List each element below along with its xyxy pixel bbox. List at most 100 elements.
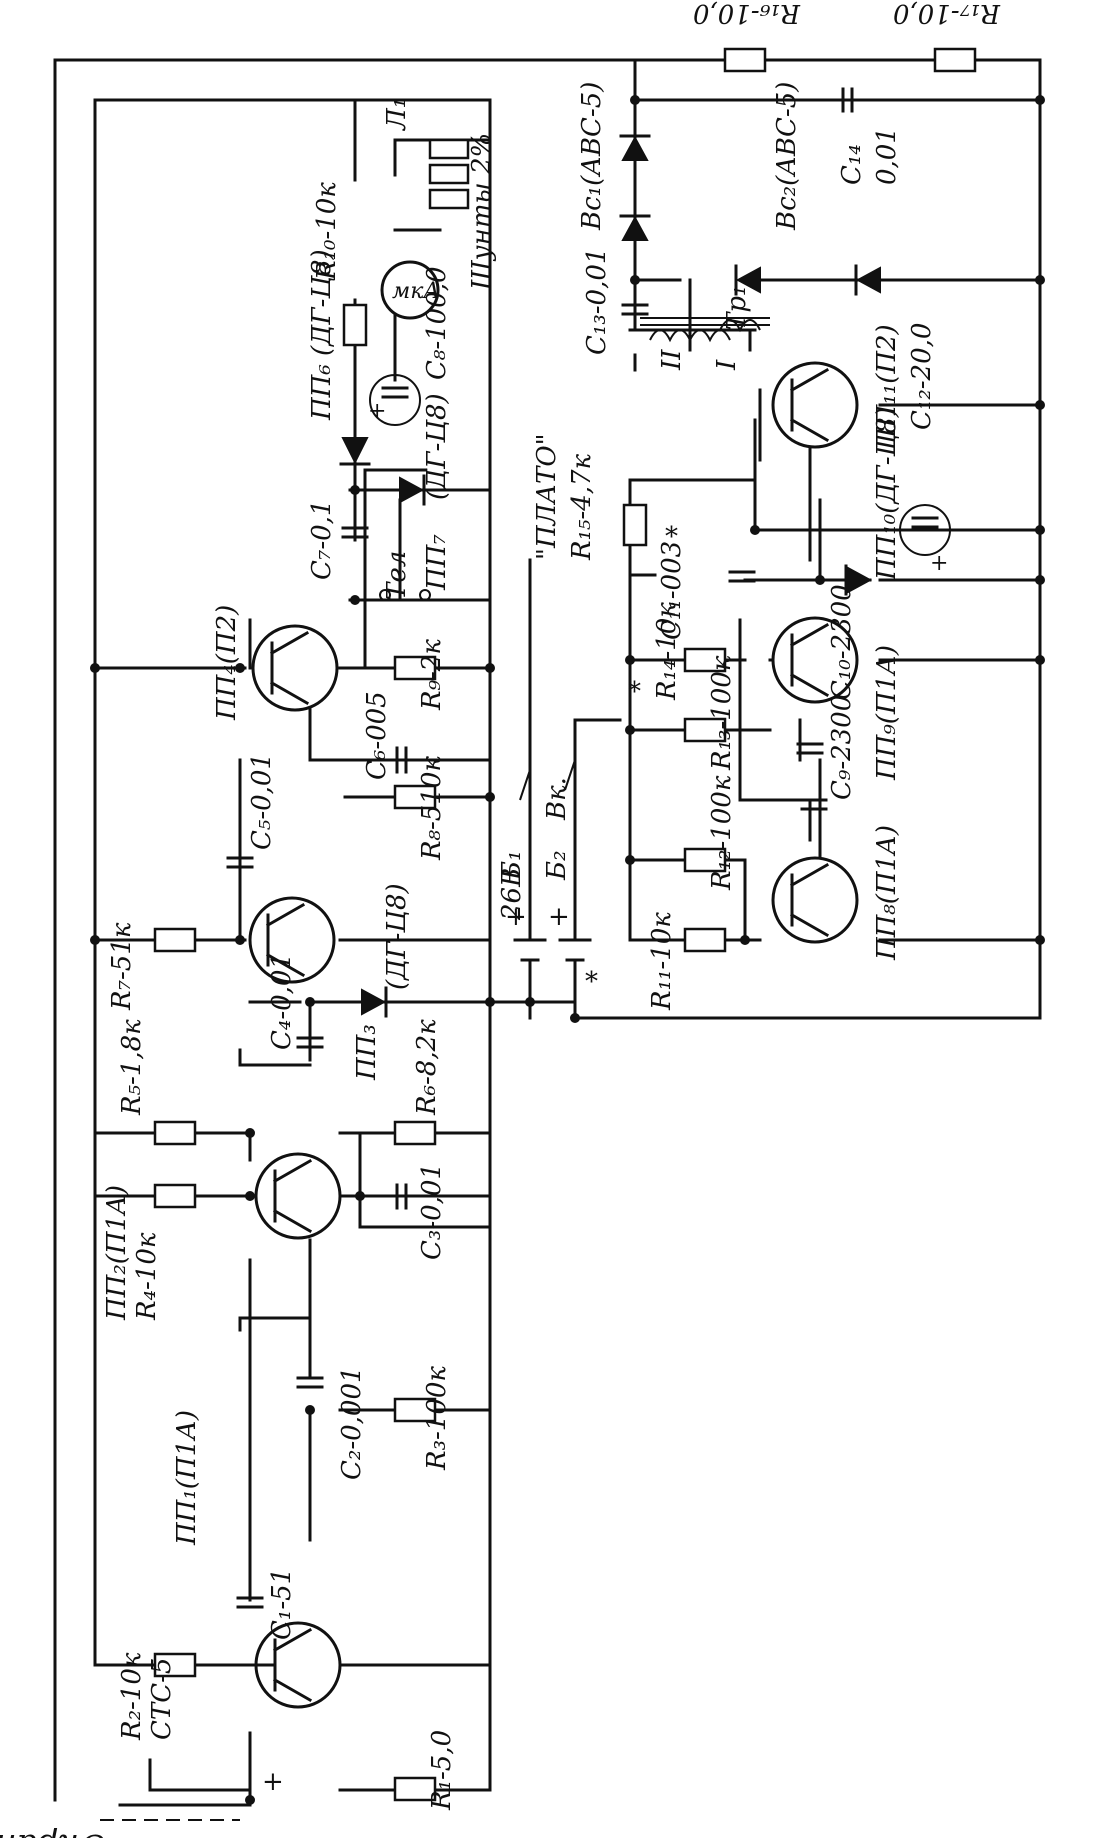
label-r15: R₁₅-4,7к [567,453,597,561]
transistor-pp9 [771,616,859,704]
label-star-1: * [585,967,598,997]
label-r14: R₁₄-10к [652,602,682,701]
label-r4: R₄-10к [132,1232,162,1321]
label-c3: C₃-0,01 [417,1163,447,1260]
transistor-pp11 [771,361,859,449]
c12-polarity: + [930,551,948,576]
label-r13: R₁₃-100к [707,655,737,771]
transistors [248,361,859,1709]
capacitor-c11 [728,570,756,583]
label-c4: C₄-0,01 [267,953,297,1050]
label-r8: R₈-510к [417,756,447,861]
label-c13: C₁₃-0,01 [582,248,612,355]
c8-polarity: + [368,399,386,424]
label-r17: R₁₇-10,0 [893,0,1001,28]
capacitors: + + [226,87,951,1609]
resistor-r8 [393,784,437,810]
counter-tube [100,1758,252,1821]
junction-dots [90,95,1045,1805]
label-tel: Тел [382,551,412,600]
label-r9: R₉-2к [417,639,447,711]
label-c12: C₁₂-20,0 [907,323,937,430]
capacitor-c13 [621,303,649,316]
resistor-r4 [153,1183,197,1209]
resistor-r15 [622,503,648,547]
diodes [339,134,881,1018]
capacitor-c9 [800,798,828,811]
transistor-pp3 [248,896,336,984]
capacitor-c14 [841,87,854,113]
label-pp2: ПП₂(П1А) [102,1185,132,1321]
label-dg7: (ДГ-Ц8) [422,393,452,500]
diode-vs1 [619,134,651,241]
label-r7: R₇-51к [107,922,137,1011]
label-v26: 26В [497,868,527,921]
capacitor-c8: + [368,374,421,426]
capacitor-c7 [341,526,369,539]
label-c10: C₁₀-2300 [827,584,857,700]
label-r5: R₅-1,8к [117,1019,147,1116]
label-tube-plus: + [262,1767,284,1797]
shunt-resistor-3 [428,188,470,210]
capacitor-c3 [358,1183,492,1210]
resistor-r12 [683,847,727,873]
label-r2: R₂-10к [117,1652,147,1741]
diode-pp6 [339,437,371,466]
resistor-r16 [723,47,767,73]
label-c14: C₁₄ [837,144,867,185]
switches [379,589,576,840]
shunt-resistor-1 [428,138,470,160]
label-pp7: ПП₇ [422,534,452,591]
capacitor-c5 [226,856,254,869]
label-sts: СТС-5 [147,1658,177,1740]
microammeter: мкА [380,260,440,320]
label-pp11: ПП₁₁(П2) [872,324,902,451]
label-pp9: ПП₉(П1А) [872,645,902,781]
resistor-r2 [153,1652,197,1678]
label-winding-1: I [712,359,742,371]
transformer-tr1 [640,317,770,343]
resistor-r10 [342,303,368,347]
label-r12: R₁₂-100к [707,775,737,891]
transistor-pp1 [248,1621,342,1709]
label-l1: Л₁ [382,98,412,132]
label-c8: C₈-100,0 [422,266,452,380]
label-c2: C₂-0,001 [337,1366,367,1480]
transistor-pp8 [771,856,859,944]
label-r3: R₃-100к [422,1366,452,1471]
label-r10: R₁₀-10к [312,182,342,281]
resistor-r1 [393,1776,437,1802]
label-pp8: ПП₈(П1А) [872,825,902,961]
capacitor-c2 [296,1376,324,1389]
label-r6: R₆-8,2к [412,1019,442,1116]
diode-vs2 [734,264,881,296]
label-c11: C₁₁-003 [657,541,687,640]
resistors [153,47,977,1802]
label-pp3: ПП₃ [352,1024,382,1081]
label-c1: C₁-51 [267,1568,297,1640]
label-pp6: ПП₆ (ДГ-Ц8) [307,249,337,421]
label-dg3: (ДГ-Ц8) [382,883,412,990]
label-c5: C₅-0,01 [247,753,277,850]
capacitor-c4 [296,1036,324,1049]
resistor-r5 [153,1120,197,1146]
resistor-r3 [393,1397,437,1423]
label-star-3: * [665,522,678,552]
label-r16: R₁₆-10,0 [693,0,801,28]
label-vs2: Вс₂(АВС-5) [772,82,802,231]
resistor-r14 [683,647,727,673]
label-pp4: ПП₄(П2) [212,605,242,721]
label-b1: Б₁ [497,850,527,881]
capacitor-c10 [796,742,824,755]
resistor-r9 [393,655,437,681]
label-winding-2: II [657,349,687,371]
label-pp1: ПП₁(П1А) [172,1410,202,1546]
resistor-r11 [683,927,727,953]
label-vk: Вк. [542,777,572,821]
capacitor-c1 [236,1596,264,1609]
label-b2: Б₂ [542,850,572,881]
label-b1-plus: + [505,902,527,932]
label-c9: C₉-2300 [827,695,857,800]
label-star-2: * [628,677,641,707]
